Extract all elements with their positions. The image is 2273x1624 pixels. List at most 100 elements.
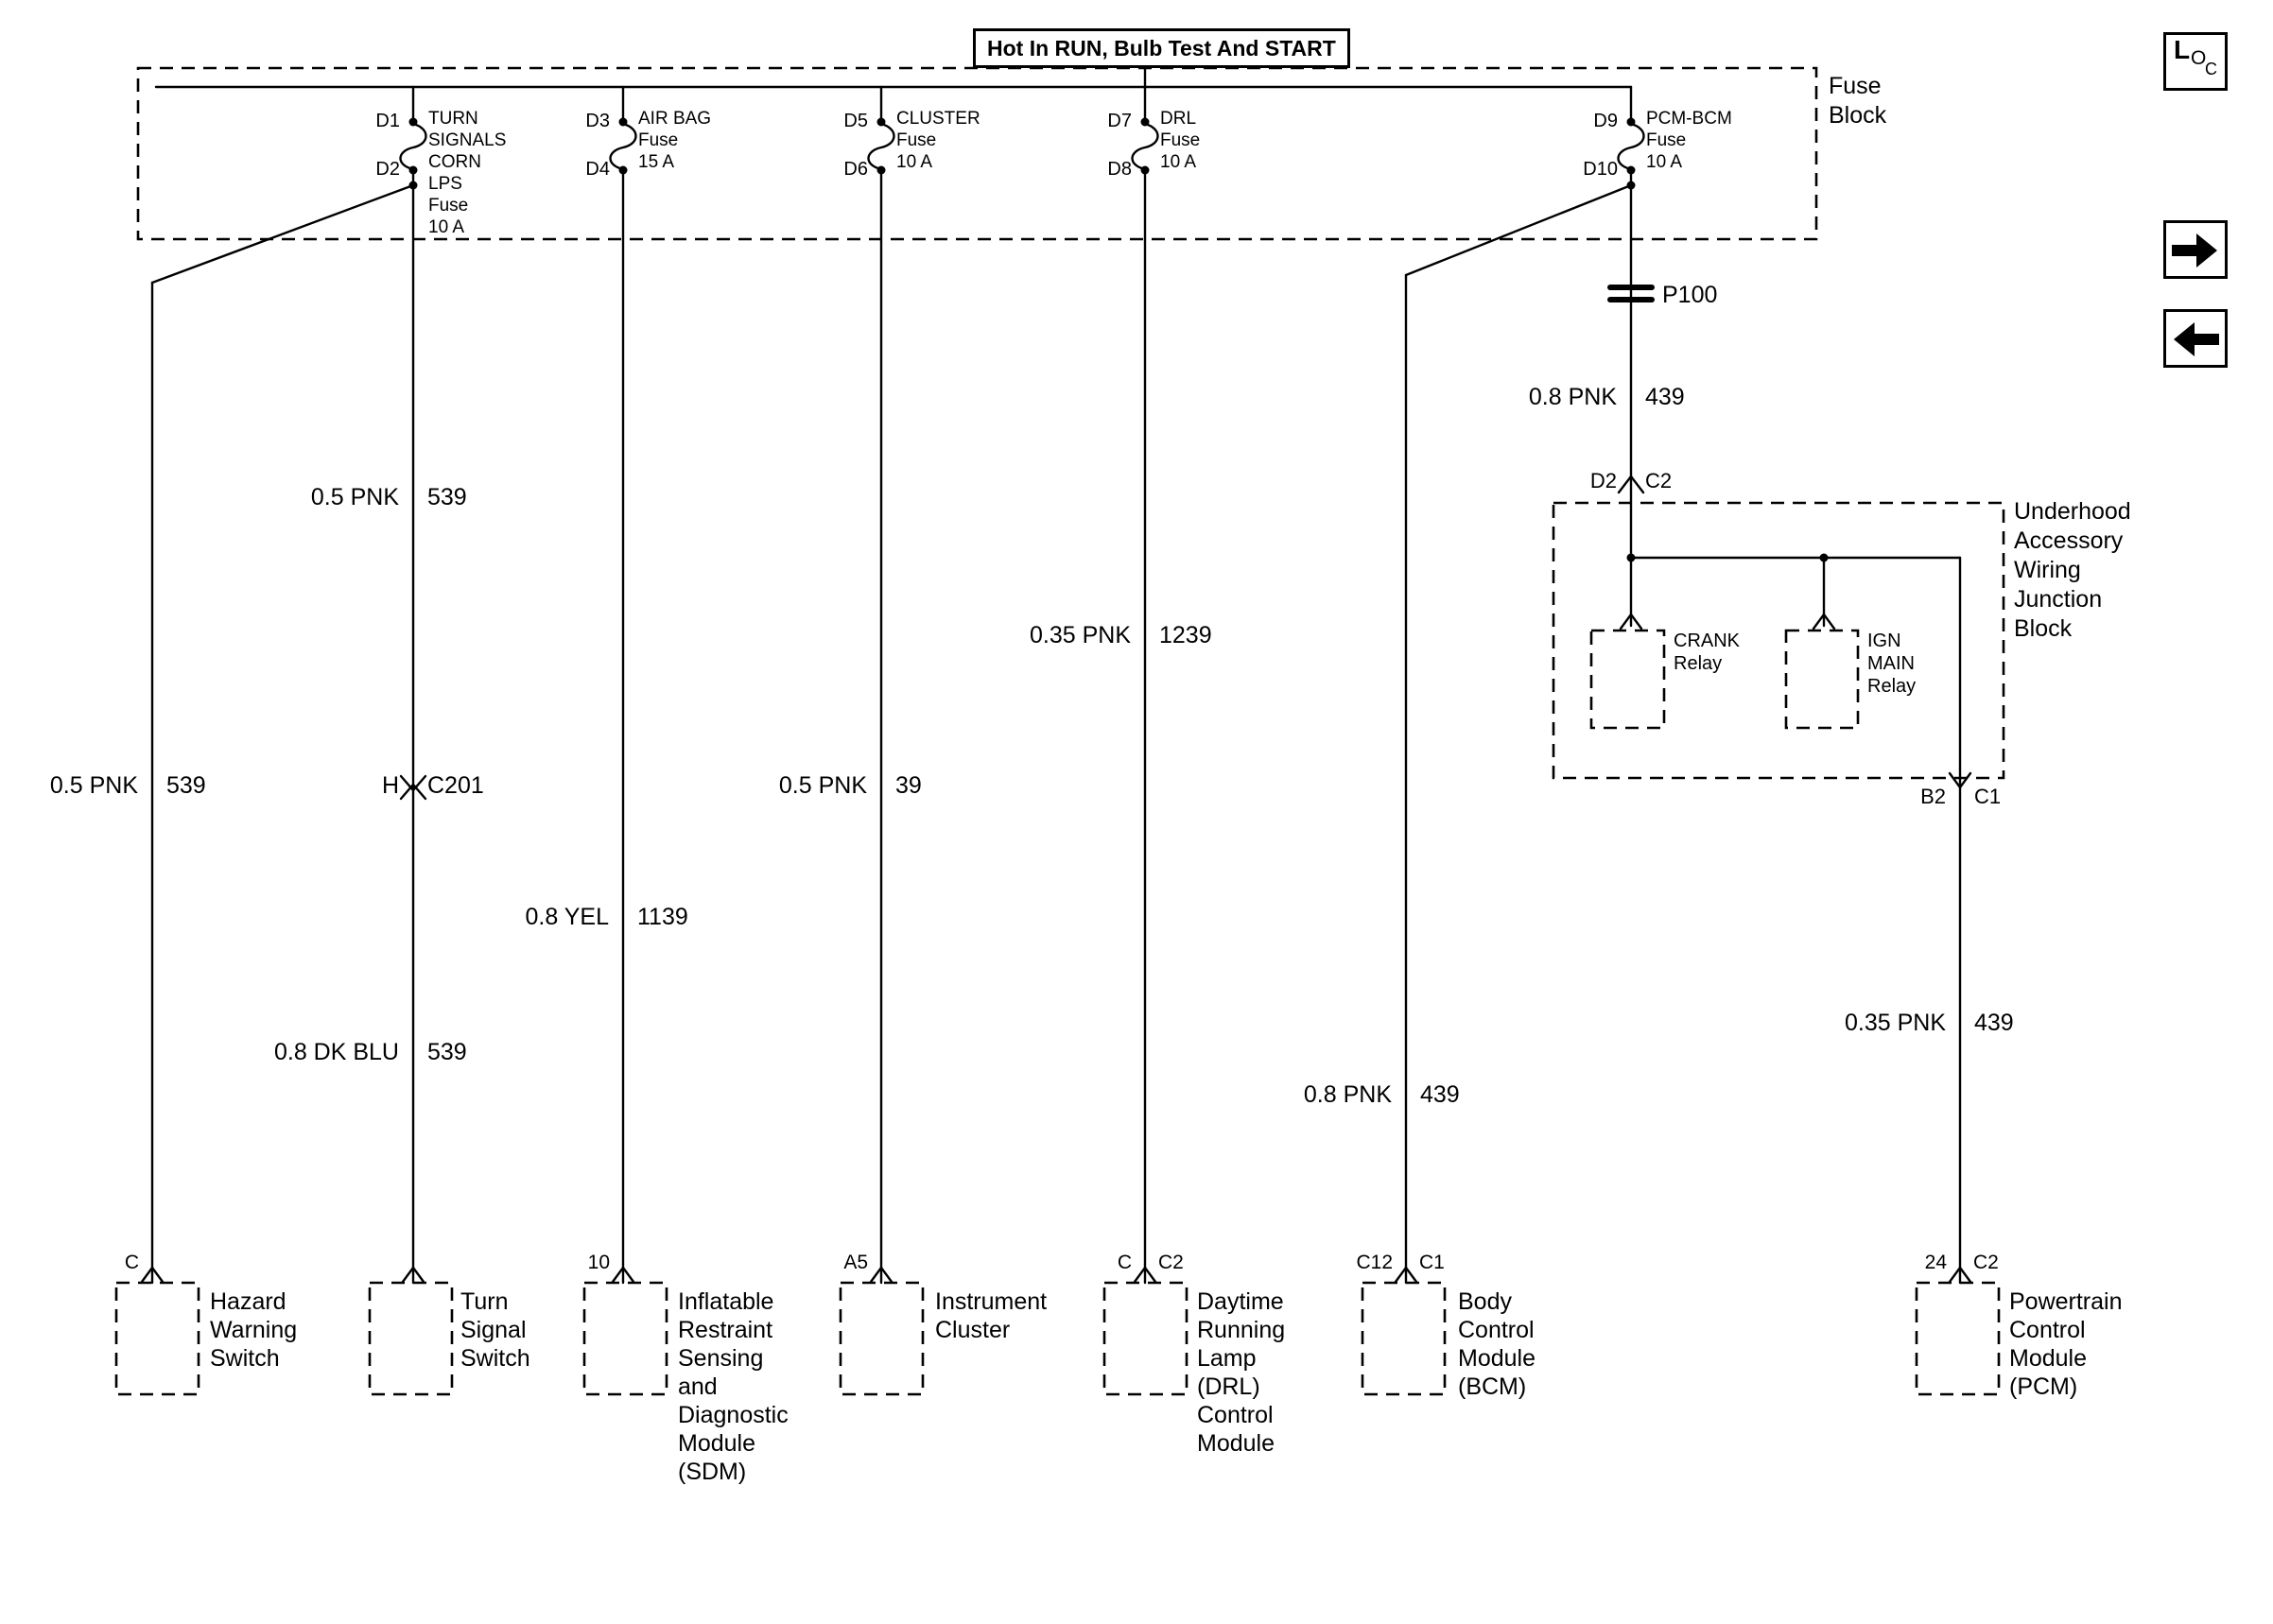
wire-circuit: 539 — [427, 1039, 467, 1065]
wire-label-cluster: 0.5 PNK 39 — [730, 771, 1032, 800]
wire-spec: 0.5 PNK — [310, 484, 399, 510]
terminal-label: C — [1117, 1252, 1132, 1273]
component-name-instrument-cluster: Instrument Cluster — [935, 1288, 1048, 1343]
loc-button[interactable]: L O C — [2163, 32, 2228, 91]
connector-id: C201 — [427, 772, 484, 799]
fuse-name-block: CLUSTER Fuse 10 A — [896, 108, 986, 173]
fuse-name: TURN SIGNALS CORN LPS — [428, 109, 507, 194]
fuse-terminal: D9 — [1593, 111, 1618, 131]
wire-spec: 0.8 DK BLU — [273, 1039, 399, 1065]
fuse-terminal: D7 — [1107, 111, 1132, 131]
fuse-name: DRL — [1160, 109, 1197, 129]
component-name-hazard-warning-switch: Hazard Warning Switch — [210, 1288, 298, 1372]
wire-label-hazard: 0.5 PNK 539 — [1, 771, 304, 800]
terminal-label: 24 — [1924, 1252, 1947, 1273]
wire-circuit: 439 — [1645, 384, 1685, 410]
fuse-rating: 10 A — [896, 152, 933, 172]
fuse-name-block: AIR BAG Fuse 15 A — [638, 108, 728, 173]
next-page-button[interactable] — [2163, 220, 2228, 279]
component-name-turn-signal-switch: Turn Signal Switch — [460, 1288, 530, 1372]
wire-circuit: 1239 — [1159, 622, 1212, 648]
connector-id: C2 — [1645, 469, 1673, 492]
wire-circuit: 539 — [166, 772, 206, 799]
fuse-name-block: DRL Fuse 10 A — [1160, 108, 1250, 173]
fuse-rating: 10 A — [1646, 152, 1683, 172]
grommet-p100-icon — [1607, 285, 1655, 302]
connector-label: C2 — [1158, 1252, 1184, 1273]
fuse-terminal: D8 — [1107, 159, 1132, 180]
wire-spec: 0.35 PNK — [1029, 622, 1131, 648]
sdm-box — [582, 1281, 668, 1396]
terminal-label: C12 — [1356, 1252, 1393, 1273]
drl-module-box — [1102, 1281, 1189, 1396]
fuse-name-block: PCM-BCM Fuse 10 A — [1646, 108, 1736, 173]
terminal-label: A5 — [843, 1252, 868, 1273]
wire-circuit: 539 — [427, 484, 467, 510]
hazard-switch-box — [114, 1281, 200, 1396]
crank-relay-label: CRANK Relay — [1674, 631, 1741, 674]
fuse-terminal: D2 — [375, 159, 400, 180]
fuse-rating: 10 A — [1160, 152, 1197, 172]
instrument-cluster-box — [839, 1281, 925, 1396]
fuse-terminal: D10 — [1583, 159, 1618, 180]
wire-spec: 0.8 PNK — [1528, 384, 1617, 410]
fuse-type: Fuse — [638, 130, 679, 150]
wire-spec: 0.5 PNK — [778, 772, 867, 799]
terminal-label: C — [124, 1252, 139, 1273]
connector-label-d2-c2: D2 C2 — [1508, 469, 1754, 493]
terminal-arrow-icons — [140, 475, 1972, 1284]
bcm-box — [1361, 1281, 1447, 1396]
fuse-terminal: D3 — [585, 111, 610, 131]
turn-signal-switch-box — [368, 1281, 454, 1396]
connector-label: C2 — [1973, 1252, 1999, 1273]
fuse-block-box — [136, 66, 1818, 241]
fuse-terminal: D4 — [585, 159, 610, 180]
wire-spec: 0.8 PNK — [1303, 1081, 1392, 1108]
wire-label-drl: 0.35 PNK 1239 — [994, 621, 1296, 649]
wire-label-bcm: 0.8 PNK 439 — [1255, 1080, 1557, 1109]
fuse-type: Fuse — [1646, 130, 1687, 150]
arrow-right-icon — [2172, 233, 2217, 268]
fuse-name: AIR BAG — [638, 109, 712, 129]
ign-main-relay-label: IGN MAIN Relay — [1867, 631, 1917, 697]
pcm-box — [1915, 1281, 2001, 1396]
loc-letter-o: O — [2191, 47, 2207, 69]
fuse-terminal: D5 — [843, 111, 868, 131]
connector-pin: B2 — [1920, 785, 1946, 808]
terminal-label: 10 — [587, 1252, 610, 1273]
loc-letter-l: L — [2174, 35, 2191, 64]
fuse-rating: 10 A — [428, 217, 465, 237]
wire-circuit: 39 — [895, 772, 922, 799]
fuse-name: CLUSTER — [896, 109, 980, 129]
wire-spec: 0.35 PNK — [1844, 1010, 1946, 1036]
grommet-p100-label: P100 — [1662, 282, 1718, 308]
connector-label-c201: H C201 — [262, 771, 564, 800]
component-name-bcm: Body Control Module (BCM) — [1458, 1288, 1536, 1400]
connector-pin: D2 — [1589, 469, 1617, 492]
wire-label-pcm-upper: 0.8 PNK 439 — [1480, 383, 1782, 411]
crank-relay-box — [1589, 629, 1666, 730]
ign-main-relay-box — [1784, 629, 1860, 730]
connector-label-b2-c1: B2 C1 — [1837, 785, 2083, 809]
splice-and-terminal-dots — [408, 117, 1829, 562]
wire-spec: 0.8 YEL — [525, 904, 609, 930]
fuse-terminal: D1 — [375, 111, 400, 131]
dashed-boxes — [114, 66, 2005, 1396]
junction-block-box — [1552, 501, 2005, 780]
component-name-pcm: Powertrain Control Module (PCM) — [2009, 1288, 2123, 1400]
prev-page-button[interactable] — [2163, 309, 2228, 368]
fuse-name: PCM-BCM — [1646, 109, 1732, 129]
wire-circuit: 439 — [1420, 1081, 1460, 1108]
wire-label-sdm: 0.8 YEL 1139 — [472, 903, 774, 931]
fuse-type: Fuse — [1160, 130, 1201, 150]
loc-letter-c: C — [2205, 60, 2217, 78]
fuse-block-label: Fuse Block — [1829, 73, 1887, 129]
connector-label: C1 — [1419, 1252, 1445, 1273]
wire-spec: 0.5 PNK — [49, 772, 138, 799]
component-name-drl-control-module: Daytime Running Lamp (DRL) Control Modul… — [1197, 1288, 1286, 1457]
component-name-sdm: Inflatable Restraint Sensing and Diagnos… — [678, 1288, 789, 1485]
wire-circuit: 1139 — [637, 904, 688, 930]
fuse-type: Fuse — [428, 196, 469, 216]
